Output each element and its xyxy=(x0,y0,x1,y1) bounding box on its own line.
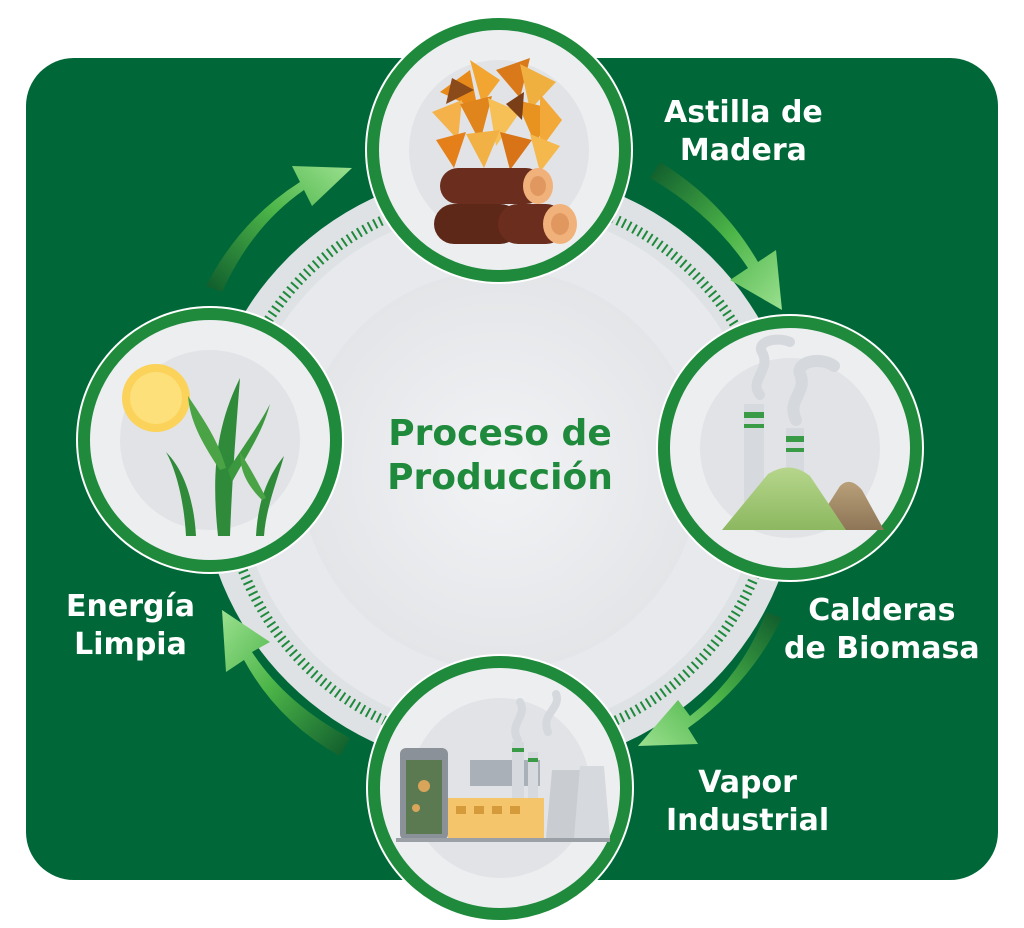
center-title: Proceso de Producción xyxy=(300,412,700,500)
stage-vapor-node xyxy=(366,654,634,922)
sun-plants-icon xyxy=(122,364,284,536)
stage-vapor-label-line-1: Vapor xyxy=(698,765,797,800)
stage-vapor-label: Vapor Industrial xyxy=(666,764,829,840)
arrow-vapor-to-energia xyxy=(222,610,350,756)
arrow-calderas-to-vapor xyxy=(638,612,782,746)
center-disc xyxy=(300,270,700,670)
stage-calderas-label: Calderas de Biomasa xyxy=(784,592,980,668)
arrow-astilla-to-calderas xyxy=(650,162,782,310)
stage-calderas-label-line-1: Calderas xyxy=(808,593,956,628)
stage-astilla-label: Astilla de Madera xyxy=(664,94,823,170)
stage-energia-label-line-2: Limpia xyxy=(74,627,187,662)
center-title-line-2: Producción xyxy=(387,457,613,498)
stage-calderas-node xyxy=(656,314,924,582)
wood-chips-logs-icon xyxy=(432,58,577,244)
arrow-energia-to-astilla xyxy=(206,166,352,292)
stage-astilla-node xyxy=(365,16,633,284)
stage-astilla-label-line-2: Madera xyxy=(679,133,807,168)
center-title-line-1: Proceso de xyxy=(388,413,612,454)
stage-energia-label-line-1: Energía xyxy=(66,589,195,624)
stage-energia-node xyxy=(76,306,344,574)
stage-calderas-label-line-2: de Biomasa xyxy=(784,631,980,666)
industrial-plant-icon xyxy=(396,690,610,842)
stage-energia-label: Energía Limpia xyxy=(66,588,195,664)
sun-icon xyxy=(122,364,190,432)
biomass-boiler-icon xyxy=(722,334,884,530)
stage-vapor-label-line-2: Industrial xyxy=(666,803,830,838)
stage-astilla-label-line-1: Astilla de xyxy=(664,95,823,130)
